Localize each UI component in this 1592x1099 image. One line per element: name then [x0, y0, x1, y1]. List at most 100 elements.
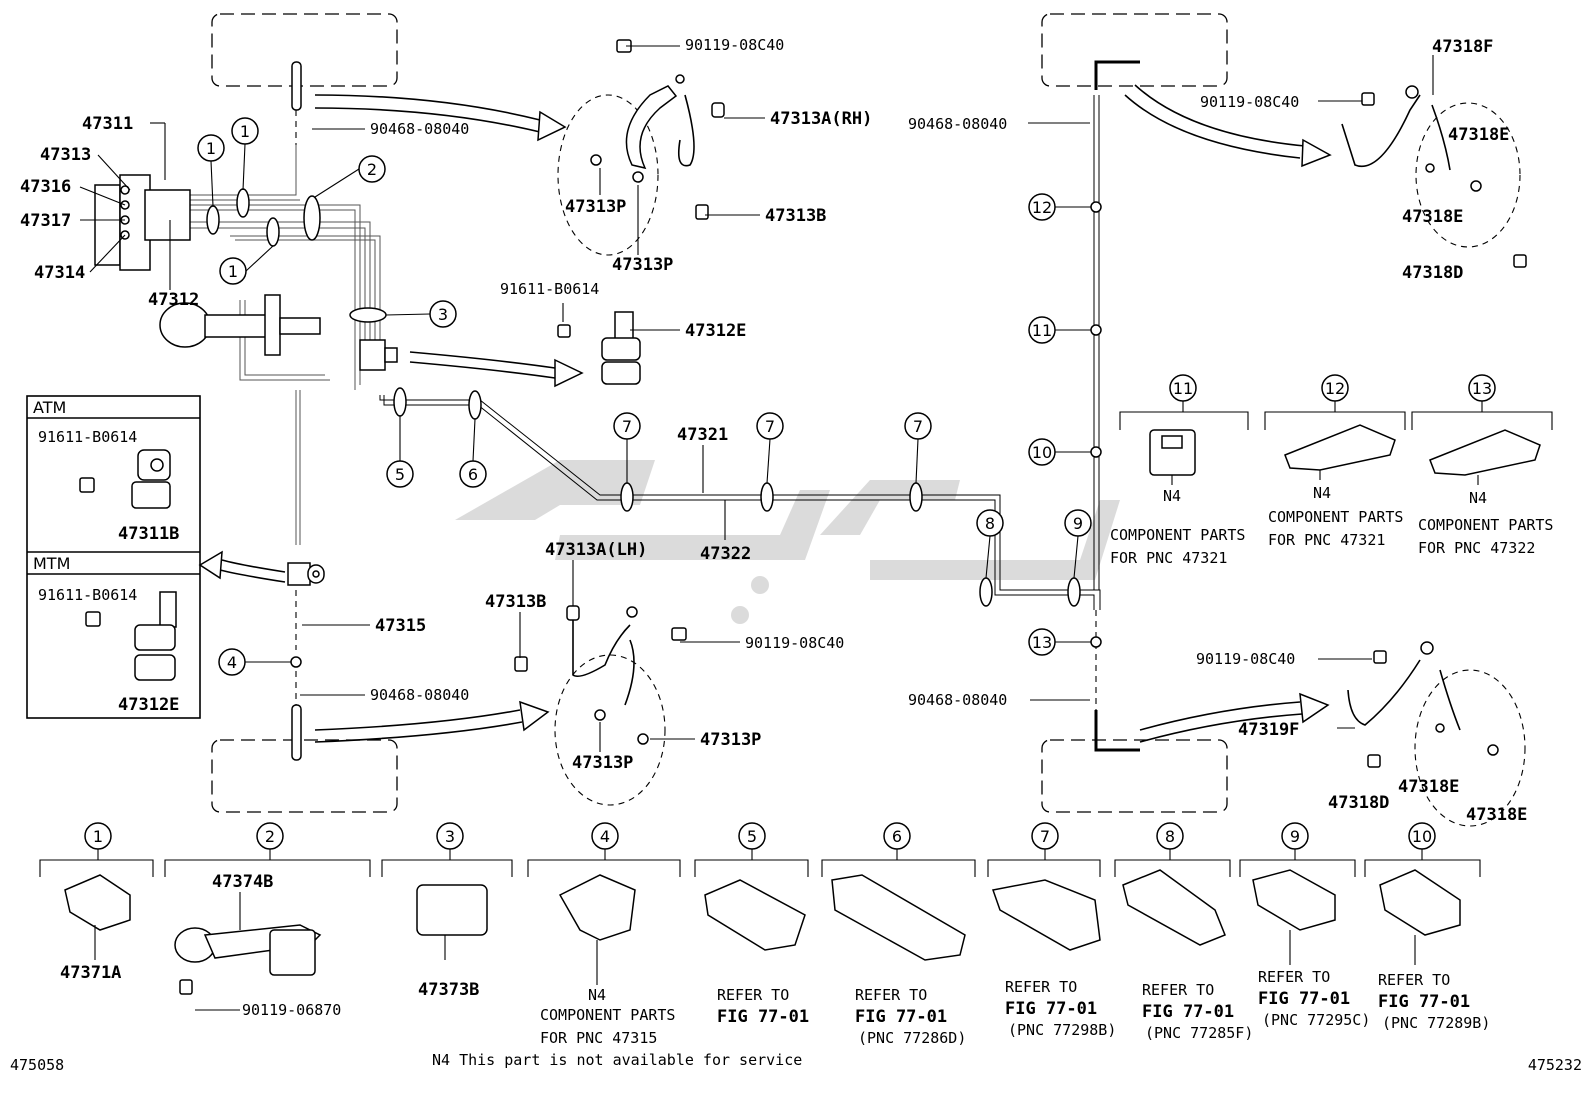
svg-text:REFER TO: REFER TO — [855, 986, 927, 1004]
svg-text:9: 9 — [1290, 827, 1300, 846]
callout-47319F: 47319F — [1238, 720, 1299, 740]
svg-text:N4: N4 — [588, 986, 606, 1004]
inset-atm-part: 47311B — [118, 524, 179, 544]
callout-47315: 47315 — [375, 616, 426, 636]
svg-text:REFER TO: REFER TO — [717, 986, 789, 1004]
bottom-clip-definitions: 1 47371A 2 47374B 90119-06870 3 — [39, 822, 1490, 1047]
callout-47312: 47312 — [148, 290, 199, 310]
svg-text:90119-06870: 90119-06870 — [242, 1001, 341, 1019]
svg-text:FOR PNC 47322: FOR PNC 47322 — [1418, 539, 1535, 557]
callout-47322: 47322 — [700, 544, 751, 564]
inset-atm-title: ATM — [33, 398, 66, 417]
svg-text:REFER TO: REFER TO — [1005, 978, 1077, 996]
clip-number-7c: 7 — [904, 412, 932, 484]
callout-47314: 47314 — [34, 263, 85, 283]
callout-90119-08C40-top: 90119-08C40 — [685, 36, 784, 54]
clip-def-7: 7 REFER TO FIG 77-01 (PNC 77298B) — [987, 822, 1116, 1039]
svg-text:10: 10 — [1412, 827, 1432, 846]
document-id-left: 475058 — [10, 1056, 64, 1074]
svg-text:FOR PNC 47321: FOR PNC 47321 — [1268, 531, 1385, 549]
clip-number-9: 9 — [1064, 509, 1092, 579]
clip-def-9: 9 REFER TO FIG 77-01 (PNC 77295C) — [1239, 822, 1370, 1029]
rear-left-hose-group — [514, 605, 687, 806]
proportioning-valve — [287, 562, 325, 586]
callout-47318E-d: 47318E — [1466, 805, 1527, 825]
clip-def-4: 4 N4 COMPONENT PARTS FOR PNC 47315 — [527, 822, 681, 1047]
svg-text:REFER TO: REFER TO — [1142, 981, 1214, 999]
svg-text:3: 3 — [445, 827, 455, 846]
callout-47311: 47311 — [82, 114, 133, 134]
svg-text:FIG 77-01: FIG 77-01 — [1258, 989, 1350, 1009]
svg-text:12: 12 — [1325, 379, 1345, 398]
clip-def-5: 5 REFER TO FIG 77-01 — [694, 822, 809, 1027]
callout-90468-08040-top-right: 90468-08040 — [908, 115, 1007, 133]
callout-90468-08040-bottom-right: 90468-08040 — [908, 691, 1007, 709]
clip-def-6: 6 REFER TO FIG 77-01 (PNC 77286D) — [821, 822, 976, 1047]
svg-text:(PNC 77289B): (PNC 77289B) — [1382, 1014, 1490, 1032]
callout-90468-08040-bottom-left: 90468-08040 — [370, 686, 469, 704]
callout-90119-08C40-top-right: 90119-08C40 — [1200, 93, 1299, 111]
front-right-hose-group — [557, 39, 725, 256]
callout-91611-B0614-top: 91611-B0614 — [500, 280, 599, 298]
svg-text:47374B: 47374B — [212, 872, 273, 892]
callout-47318E-b: 47318E — [1402, 207, 1463, 227]
svg-text:8: 8 — [1165, 827, 1175, 846]
inset-mtm-bolt: 91611-B0614 — [38, 586, 137, 604]
clip-number-4: 4 — [218, 648, 291, 676]
svg-text:FIG 77-01: FIG 77-01 — [855, 1007, 947, 1027]
svg-text:(PNC 77295C): (PNC 77295C) — [1262, 1011, 1370, 1029]
rear-right-hose-group — [1341, 85, 1527, 827]
callout-90119-08C40-mid: 90119-08C40 — [745, 634, 844, 652]
callout-47312E-top: 47312E — [685, 321, 746, 341]
svg-text:8: 8 — [985, 514, 995, 533]
svg-text:1: 1 — [228, 262, 238, 281]
clip-number-7a: 7 — [613, 412, 641, 483]
svg-text:(PNC 77298B): (PNC 77298B) — [1008, 1021, 1116, 1039]
clip-def-1: 1 47371A — [39, 822, 154, 983]
svg-text:(PNC 77286D): (PNC 77286D) — [858, 1029, 966, 1047]
leader-lines — [79, 45, 1434, 752]
clip-number-1b: 1 — [197, 134, 225, 207]
svg-text:REFER TO: REFER TO — [1258, 968, 1330, 986]
svg-text:N4: N4 — [1163, 487, 1181, 505]
svg-text:7: 7 — [1040, 827, 1050, 846]
callout-90468-08040-top-left: 90468-08040 — [370, 120, 469, 138]
callout-47313B-top: 47313B — [765, 206, 826, 226]
svg-text:5: 5 — [747, 827, 757, 846]
clip-def-12: 12 N4 COMPONENT PARTS FOR PNC 47321 — [1264, 374, 1406, 549]
svg-text:4: 4 — [227, 653, 237, 672]
clip-number-circles: 1 1 1 2 3 4 5 6 7 7 7 8 9 10 11 12 13 — [197, 117, 1092, 676]
clip-def-2: 2 47374B 90119-06870 — [164, 822, 371, 1019]
inset-atm-bolt: 91611-B0614 — [38, 428, 137, 446]
clip-number-5: 5 — [386, 416, 414, 488]
callout-47313P-b: 47313P — [612, 255, 673, 275]
callout-47316: 47316 — [20, 177, 71, 197]
rear-left-wheel-area — [211, 739, 398, 813]
svg-text:N4: N4 — [1313, 484, 1331, 502]
inset-mtm-title: MTM — [33, 554, 70, 573]
svg-text:1: 1 — [93, 827, 103, 846]
document-id-right: 475232 — [1528, 1056, 1582, 1074]
callout-47313P-a: 47313P — [565, 197, 626, 217]
clip-def-13: 13 N4 COMPONENT PARTS FOR PNC 47322 — [1411, 374, 1553, 557]
clip-number-1a: 1 — [231, 117, 259, 191]
clip-number-3: 3 — [385, 300, 457, 328]
svg-text:1: 1 — [240, 122, 250, 141]
callout-47317: 47317 — [20, 211, 71, 231]
svg-text:FIG 77-01: FIG 77-01 — [1005, 999, 1097, 1019]
svg-text:FIG 77-01: FIG 77-01 — [1378, 992, 1470, 1012]
callout-47313: 47313 — [40, 145, 91, 165]
callout-47321: 47321 — [677, 425, 728, 445]
callout-47313A-LH: 47313A(LH) — [545, 540, 647, 560]
svg-text:6: 6 — [892, 827, 902, 846]
svg-text:2: 2 — [367, 160, 377, 179]
svg-text:47373B: 47373B — [418, 980, 479, 1000]
clip-number-1c: 1 — [219, 245, 274, 285]
svg-text:COMPONENT PARTS: COMPONENT PARTS — [1418, 516, 1553, 534]
clip-def-8: 8 REFER TO FIG 77-01 (PNC 77285F) — [1114, 822, 1253, 1042]
svg-text:N4: N4 — [1469, 489, 1487, 507]
callout-47318D-bottom: 47318D — [1328, 793, 1389, 813]
svg-text:7: 7 — [913, 417, 923, 436]
callout-47313A-RH: 47313A(RH) — [770, 109, 872, 129]
